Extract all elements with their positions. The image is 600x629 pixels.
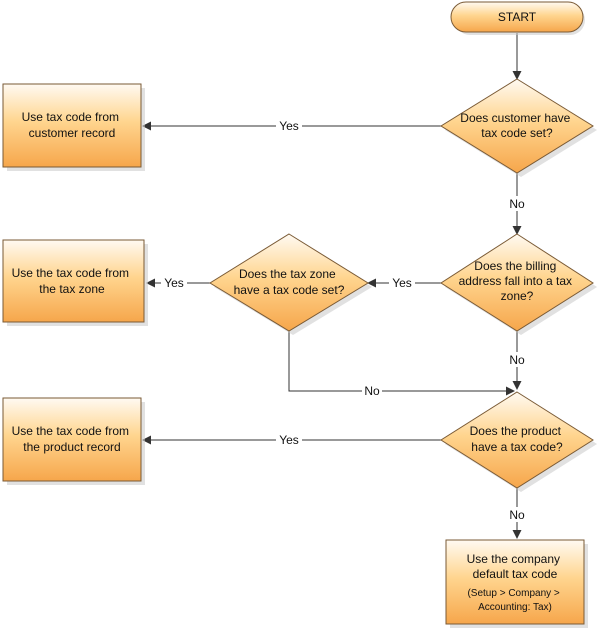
start-label: START: [498, 10, 537, 24]
action-zone-line-2: the tax zone: [39, 282, 105, 296]
action-customer-record: Use tax code from customer record: [2, 83, 145, 171]
edge-label-product-yes: Yes: [279, 433, 299, 447]
decision-billing-line-1: Does the billing: [474, 259, 556, 273]
edge-label-customer-no: No: [509, 197, 525, 211]
action-default-note-1: (Setup > Company >: [467, 588, 559, 599]
decision-customer-tax-code: Does customer have tax code set?: [440, 78, 597, 177]
svg-text:Use the tax code from th: Use the tax code from the product record: [12, 424, 133, 454]
edge-label-billing-yes: Yes: [392, 276, 412, 290]
svg-text:Use tax code from custom: Use tax code from customer record: [22, 110, 123, 140]
svg-text:Does customer have tax c: Does customer have tax code set?: [460, 111, 573, 140]
svg-text:Does the billing address: Does the billing address fall into a tax…: [459, 259, 576, 303]
svg-text:Does the tax zone have a: Does the tax zone have a tax code set?: [234, 267, 345, 297]
edge-label-zone-no: No: [364, 384, 380, 398]
edge-label-billing-no: No: [509, 353, 525, 367]
edge-label-zone-yes: Yes: [164, 276, 184, 290]
action-customer-line-2: customer record: [29, 126, 116, 140]
edge-labels: Yes No Yes Yes No No Yes No: [161, 118, 527, 522]
decision-tax-zone: Does the tax zone have a tax code set?: [209, 233, 372, 335]
action-product-record: Use the tax code from the product record: [2, 397, 145, 485]
action-default-note-2: Accounting: Tax): [478, 602, 552, 613]
edge-q-zone-no: [288, 331, 515, 396]
decision-billing-line-2: address fall into a tax: [459, 274, 572, 288]
action-company-default: Use the company default tax code (Setup …: [445, 539, 588, 628]
decision-product-line-1: Does the product: [470, 424, 562, 438]
decision-billing-line-3: zone?: [501, 289, 534, 303]
action-customer-line-1: Use tax code from: [22, 110, 119, 124]
action-product-line-1: Use the tax code from: [12, 424, 129, 438]
svg-text:Does the product have a: Does the product have a tax code?: [470, 424, 565, 454]
svg-text:(Setup > Company > Accou: (Setup > Company > Accounting: Tax): [467, 588, 562, 613]
action-tax-zone: Use the tax code from the tax zone: [2, 239, 148, 326]
decision-customer-line-2: tax code set?: [481, 126, 553, 140]
svg-text:Use the tax code from th: Use the tax code from the tax zone: [12, 266, 133, 296]
action-zone-line-1: Use the tax code from: [12, 266, 129, 280]
svg-text:Use the company default: Use the company default tax code: [467, 552, 564, 581]
action-default-line-2: default tax code: [473, 567, 558, 581]
decision-billing-address: Does the billing address fall into a tax…: [440, 233, 597, 335]
action-default-line-1: Use the company: [467, 552, 560, 566]
decision-zone-line-1: Does the tax zone: [239, 267, 336, 281]
start-node: START: [450, 1, 585, 35]
edge-label-product-no: No: [509, 508, 525, 522]
action-product-line-2: the product record: [23, 440, 120, 454]
decision-product-line-2: have a tax code?: [471, 440, 563, 454]
edge-label-customer-yes: Yes: [279, 119, 299, 133]
decision-product-tax-code: Does the product have a tax code?: [440, 391, 597, 492]
decision-customer-line-1: Does customer have: [460, 111, 570, 125]
decision-zone-line-2: have a tax code set?: [234, 283, 345, 297]
